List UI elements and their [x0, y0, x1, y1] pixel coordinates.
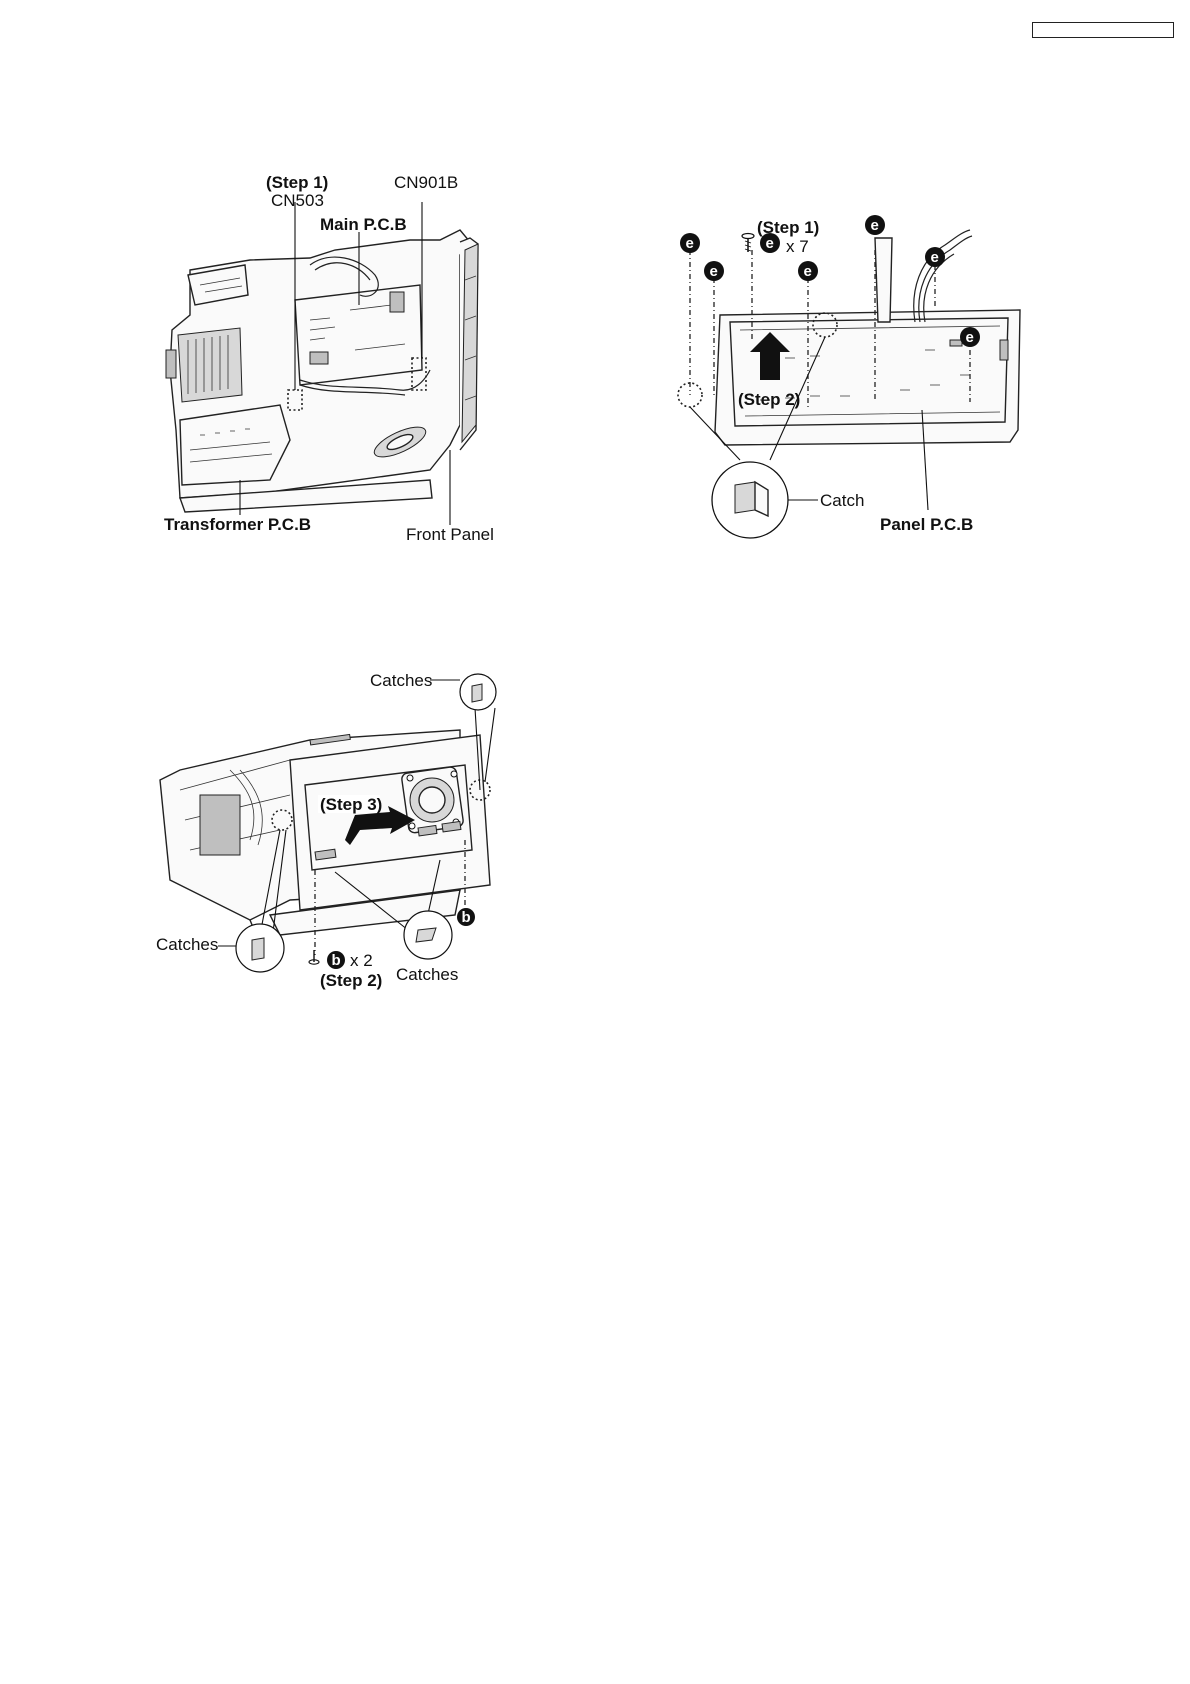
svg-text:e: e [966, 329, 974, 346]
cn901b-label: CN901B [394, 173, 458, 192]
svg-text:b: b [332, 952, 341, 969]
svg-text:e: e [804, 263, 812, 280]
main-pcb-removal-figure: (Step 1) CN503 CN901B Main P.C.B Transfo… [160, 180, 540, 590]
screw-e-badge: e [680, 233, 700, 253]
cn503-label: CN503 [271, 191, 324, 210]
screw-b-badge: b [327, 951, 345, 969]
screw-e-badge: e [798, 261, 818, 281]
front-panel-removal-figure: (Step 3) b b x 2 (Step 2) Catches Catche… [160, 700, 540, 1080]
screw-b-badge: b [457, 908, 475, 926]
svg-text:b: b [462, 909, 471, 926]
svg-text:e: e [766, 235, 774, 252]
front-panel-label: Front Panel [406, 525, 494, 544]
catches-top-label: Catches [370, 671, 432, 690]
chassis-illustration [166, 230, 478, 512]
step1-label: (Step 1) [757, 218, 819, 237]
screw-e-badge: e [925, 247, 945, 267]
svg-text:e: e [710, 263, 718, 280]
panel-pcb-removal-figure: e e e e e e e (Step 1) x 7 (Step 2) Catc… [700, 210, 1080, 570]
panel-pcb-label: Panel P.C.B [880, 515, 973, 534]
screw-count: x 2 [350, 951, 373, 970]
svg-text:e: e [686, 235, 694, 252]
screw-icon [309, 950, 319, 964]
step3-label: (Step 3) [320, 795, 382, 814]
screw-e-badge: e [960, 327, 980, 347]
step2-label: (Step 2) [738, 390, 800, 409]
svg-text:e: e [931, 249, 939, 266]
screw-count: x 7 [786, 237, 809, 256]
catch-label: Catch [820, 491, 864, 510]
main-pcb-label: Main P.C.B [320, 215, 407, 234]
screw-e-badge: e [865, 215, 885, 235]
catches-bottom-label: Catches [396, 965, 458, 984]
step1-label: (Step 1) [266, 173, 328, 192]
transformer-pcb-label: Transformer P.C.B [164, 515, 311, 534]
catches-left-label: Catches [156, 935, 218, 954]
step2-label: (Step 2) [320, 971, 382, 990]
page-number-box [1032, 22, 1174, 38]
svg-text:e: e [871, 217, 879, 234]
screw-icon [742, 234, 754, 253]
screw-e-badge: e [704, 261, 724, 281]
